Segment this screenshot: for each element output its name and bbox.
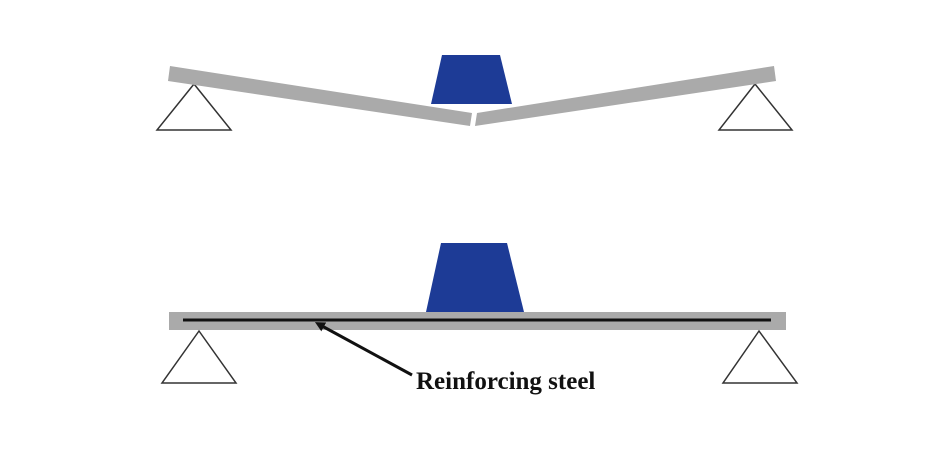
reinforcing-steel-label: Reinforcing steel: [416, 368, 595, 395]
left-support-triangle-bottom: [160, 329, 238, 384]
right-support-triangle-bottom: [721, 329, 799, 384]
left-support-triangle-top: [155, 82, 233, 131]
broken-beam-left-half: [168, 66, 472, 126]
unreinforced-beam-group: [155, 55, 794, 131]
load-block-bottom: [426, 243, 524, 312]
load-block-top: [431, 55, 512, 104]
broken-beam-right-half: [475, 66, 776, 126]
reinforced-beam-group: Reinforcing steel: [160, 243, 799, 395]
arrow-icon: [314, 322, 413, 377]
right-support-triangle-top: [717, 82, 794, 131]
